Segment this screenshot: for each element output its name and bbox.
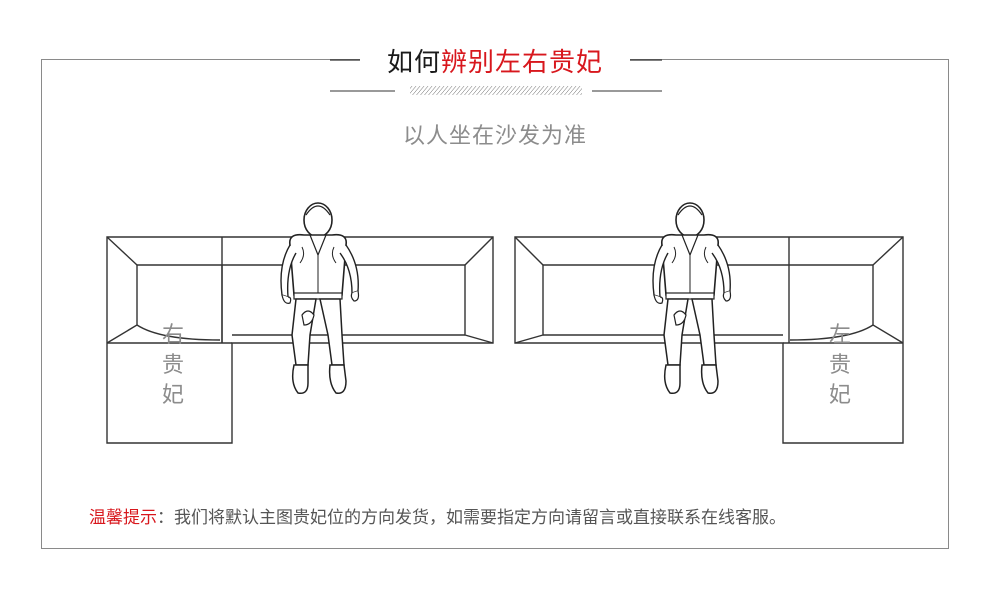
footer-text: ：我们将默认主图贵妃位的方向发货，如需要指定方向请留言或直接联系在线客服。: [157, 508, 786, 528]
right-label-char-1: 左: [829, 323, 851, 348]
footer-prefix: 温馨提示: [89, 508, 157, 528]
page-title: 如何辨别左右贵妃: [387, 42, 603, 79]
left-label-char-2: 贵: [162, 353, 184, 378]
left-label-char-3: 妃: [162, 383, 184, 408]
left-label-char-1: 右: [162, 323, 184, 348]
title-part-2: 辨别左右贵妃: [441, 47, 604, 78]
footer-note: 温馨提示：我们将默认主图贵妃位的方向发货，如需要指定方向请留言或直接联系在线客服…: [89, 503, 786, 528]
title-part-1: 如何: [386, 47, 441, 78]
sofa-left-chaise: [106, 236, 494, 444]
right-label-char-2: 贵: [829, 353, 851, 378]
sitting-person-left: [280, 202, 360, 395]
right-label-char-3: 妃: [829, 383, 851, 408]
title-box: 如何辨别左右贵妃: [360, 40, 630, 80]
sitting-person-right: [652, 202, 732, 395]
subtitle: 以人坐在沙发为准: [402, 124, 587, 149]
